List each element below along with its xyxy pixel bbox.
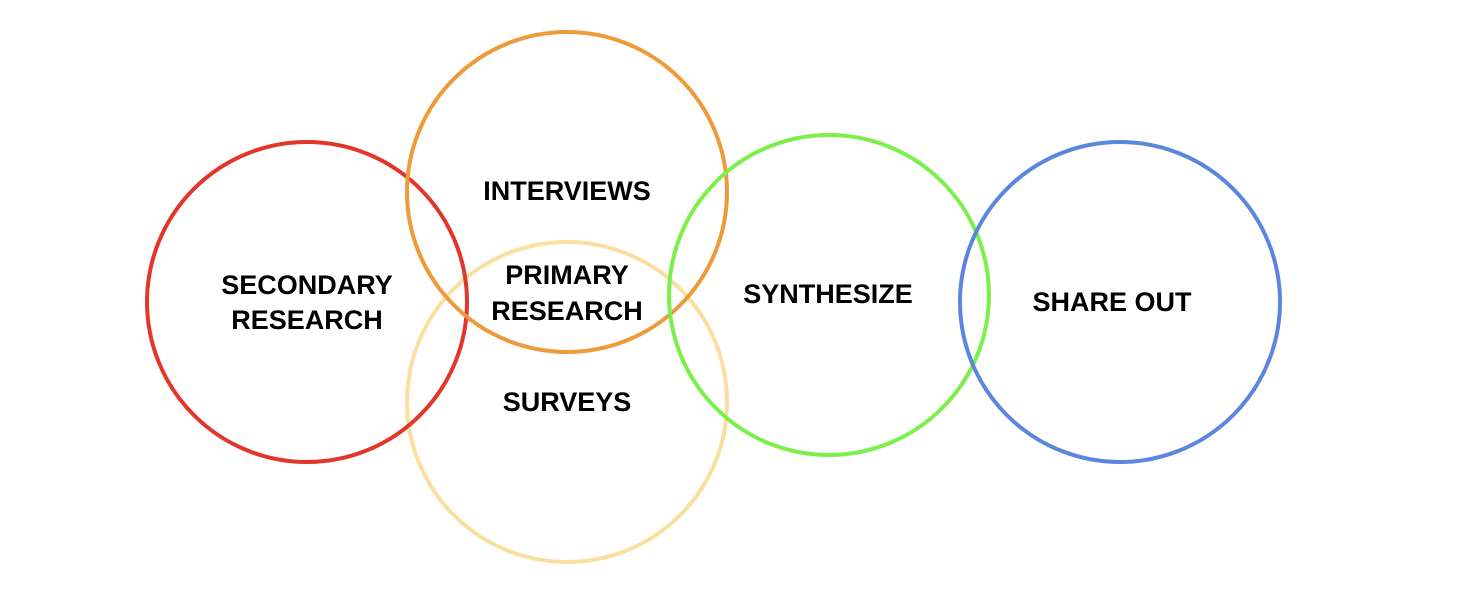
share-out-label: SHARE OUT	[1032, 287, 1192, 317]
synthesize-label: SYNTHESIZE	[743, 279, 913, 309]
surveys-circle	[405, 240, 729, 564]
synthesize-circle	[667, 133, 991, 457]
interviews-circle	[405, 30, 729, 354]
primary-research-label-line2: RESEARCH	[491, 296, 643, 326]
interviews-label: INTERVIEWS	[483, 176, 651, 206]
surveys-label: SURVEYS	[503, 387, 632, 417]
share-out-circle	[958, 140, 1282, 464]
secondary-research-label-line1: SECONDARY	[221, 270, 393, 300]
secondary-research-label-line2: RESEARCH	[231, 305, 383, 335]
primary-research-label-line1: PRIMARY	[505, 260, 629, 290]
secondary-research-circle	[145, 140, 469, 464]
